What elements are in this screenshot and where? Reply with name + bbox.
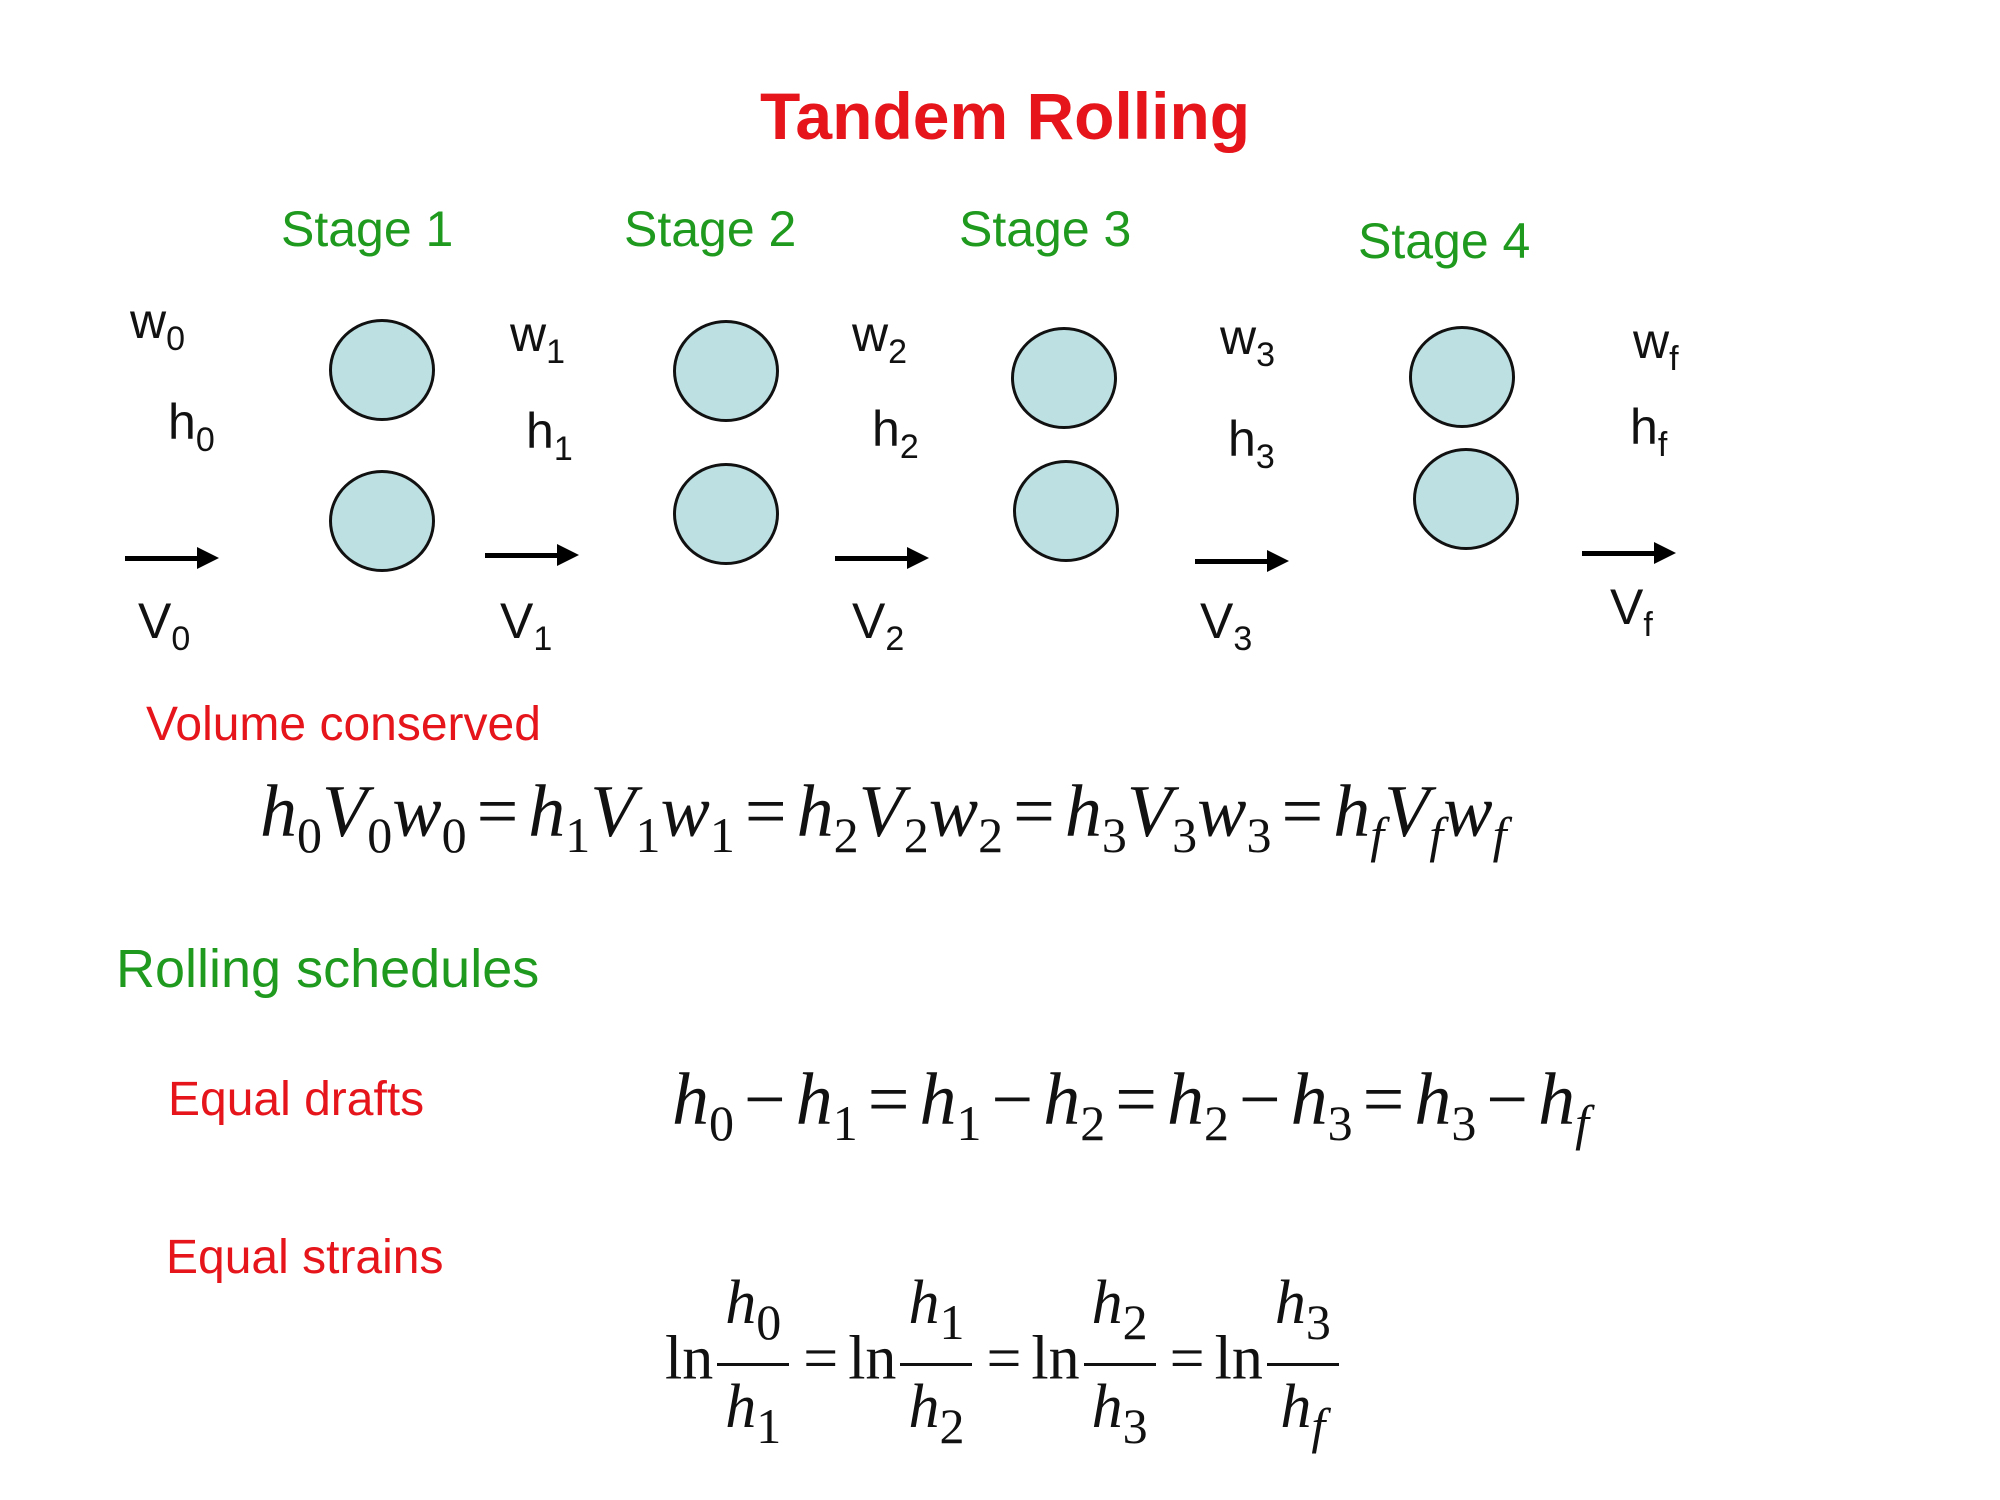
equal-strains-heading: Equal strains [166, 1231, 444, 1284]
roll-top-stage-2 [673, 320, 779, 422]
stage-2-label: Stage 2 [624, 201, 797, 257]
roll-bottom-stage-4 [1413, 448, 1519, 550]
arrow-f-icon [1582, 542, 1676, 564]
label-h0: h0 [168, 394, 215, 459]
roll-bottom-stage-1 [329, 470, 435, 572]
label-w2: w2 [852, 306, 908, 371]
label-wf: wf [1633, 313, 1679, 378]
volume-equation: h0V0w0=h1V1w1=h2V2w2=h3V3w3=hfVfwf [260, 771, 1507, 863]
label-vf: Vf [1610, 579, 1653, 644]
roll-top-stage-4 [1409, 326, 1515, 428]
label-v3: V3 [1200, 593, 1253, 658]
arrow-1-icon [485, 544, 579, 566]
arrow-0-icon [125, 547, 219, 569]
label-hf: hf [1630, 399, 1668, 464]
label-h2: h2 [872, 401, 919, 466]
roll-top-stage-3 [1011, 327, 1117, 429]
volume-conserved-heading: Volume conserved [146, 698, 541, 751]
label-v2: V2 [852, 593, 905, 658]
stage-4-label: Stage 4 [1358, 213, 1531, 269]
label-h1: h1 [526, 403, 573, 468]
label-h3: h3 [1228, 411, 1275, 476]
arrow-3-icon [1195, 550, 1289, 572]
label-v1: V1 [500, 593, 553, 658]
stage-1-label: Stage 1 [281, 201, 454, 257]
label-w1: w1 [510, 306, 566, 371]
roll-top-stage-1 [329, 319, 435, 421]
page-title: Tandem Rolling [760, 79, 1251, 153]
equal-drafts-equation: h0−h1=h1−h2=h2−h3=h3−hf [672, 1059, 1590, 1151]
label-w0: w0 [130, 293, 186, 358]
arrow-2-icon [835, 547, 929, 569]
label-w3: w3 [1220, 309, 1276, 374]
roll-bottom-stage-2 [673, 463, 779, 565]
equal-drafts-heading: Equal drafts [168, 1073, 425, 1126]
label-v0: V0 [138, 593, 191, 658]
roll-bottom-stage-3 [1013, 460, 1119, 562]
rolling-schedules-heading: Rolling schedules [116, 939, 540, 999]
stage-3-label: Stage 3 [959, 201, 1132, 257]
